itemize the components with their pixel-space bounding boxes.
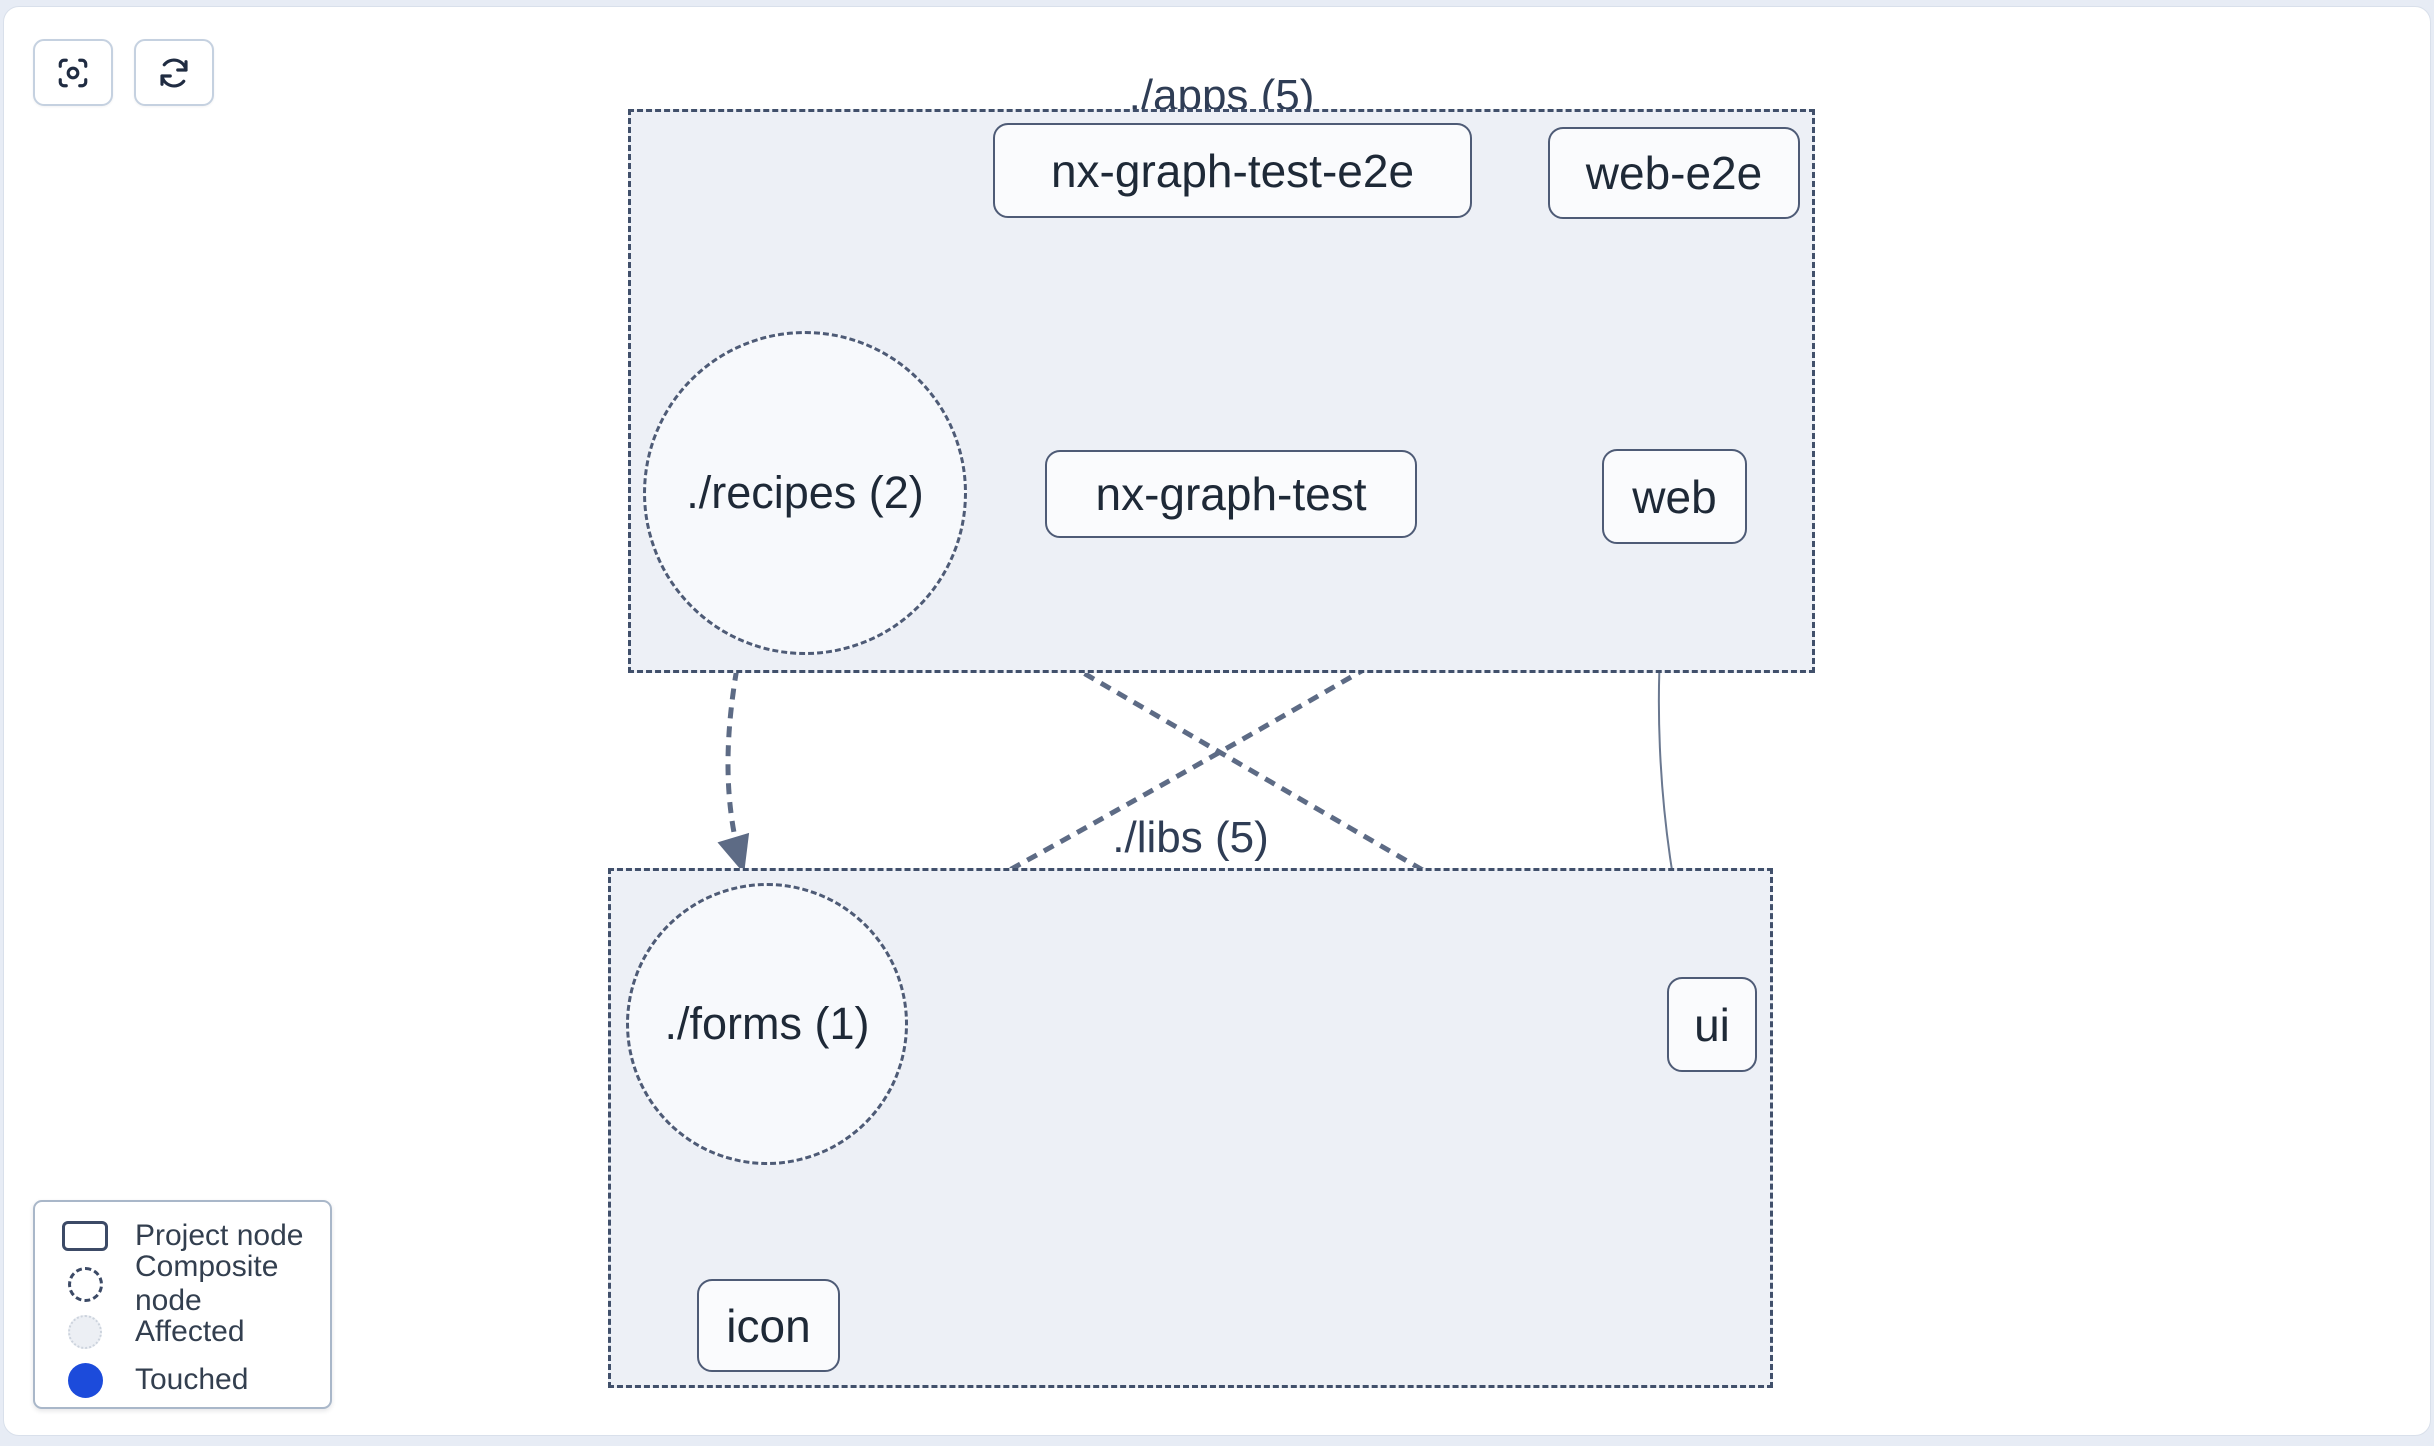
- affected-swatch: [68, 1315, 102, 1349]
- project-node-label: web-e2e: [1585, 147, 1763, 199]
- legend-label: Affected: [135, 1315, 245, 1348]
- legend-item-affected: Affected: [35, 1308, 330, 1356]
- legend-item-touched: Touched: [35, 1356, 330, 1404]
- project-node-label: web: [1632, 470, 1717, 523]
- project-node-web[interactable]: web: [1602, 449, 1747, 544]
- touched-swatch: [67, 1362, 103, 1398]
- composite-node-forms[interactable]: ./forms (1): [626, 883, 908, 1165]
- legend: Project node Composite node Affected Tou…: [33, 1200, 332, 1409]
- composite-node-label: ./recipes (2): [686, 467, 924, 518]
- group-label-libs: ./libs (5): [1112, 813, 1269, 862]
- focus-icon: [55, 55, 91, 91]
- project-node-swatch: [62, 1221, 108, 1251]
- refresh-icon: [156, 55, 192, 91]
- project-node-ui[interactable]: ui: [1667, 977, 1757, 1072]
- composite-node-label: ./forms (1): [664, 998, 870, 1049]
- composite-node-recipes[interactable]: ./recipes (2): [643, 331, 967, 655]
- legend-item-project-node: Project node: [35, 1212, 330, 1260]
- project-node-icon[interactable]: icon: [697, 1279, 840, 1372]
- legend-item-composite-node: Composite node: [35, 1250, 330, 1317]
- project-node-label: nx-graph-test: [1095, 468, 1367, 520]
- legend-label: Touched: [135, 1363, 249, 1396]
- legend-label: Composite node: [135, 1250, 279, 1317]
- refresh-graph-button[interactable]: [134, 39, 214, 106]
- project-node-label: icon: [726, 1299, 811, 1352]
- legend-label: Project node: [135, 1219, 304, 1252]
- project-node-label: ui: [1694, 998, 1730, 1051]
- project-node-nx-graph-test-e2e[interactable]: nx-graph-test-e2e: [993, 123, 1472, 218]
- project-node-nx-graph-test[interactable]: nx-graph-test: [1045, 450, 1417, 538]
- edge-recipes-to-forms[interactable]: [717, 650, 750, 874]
- center-graph-button[interactable]: [33, 39, 113, 106]
- project-node-web-e2e[interactable]: web-e2e: [1548, 127, 1800, 219]
- composite-node-swatch: [67, 1266, 103, 1302]
- project-node-label: nx-graph-test-e2e: [1050, 144, 1415, 197]
